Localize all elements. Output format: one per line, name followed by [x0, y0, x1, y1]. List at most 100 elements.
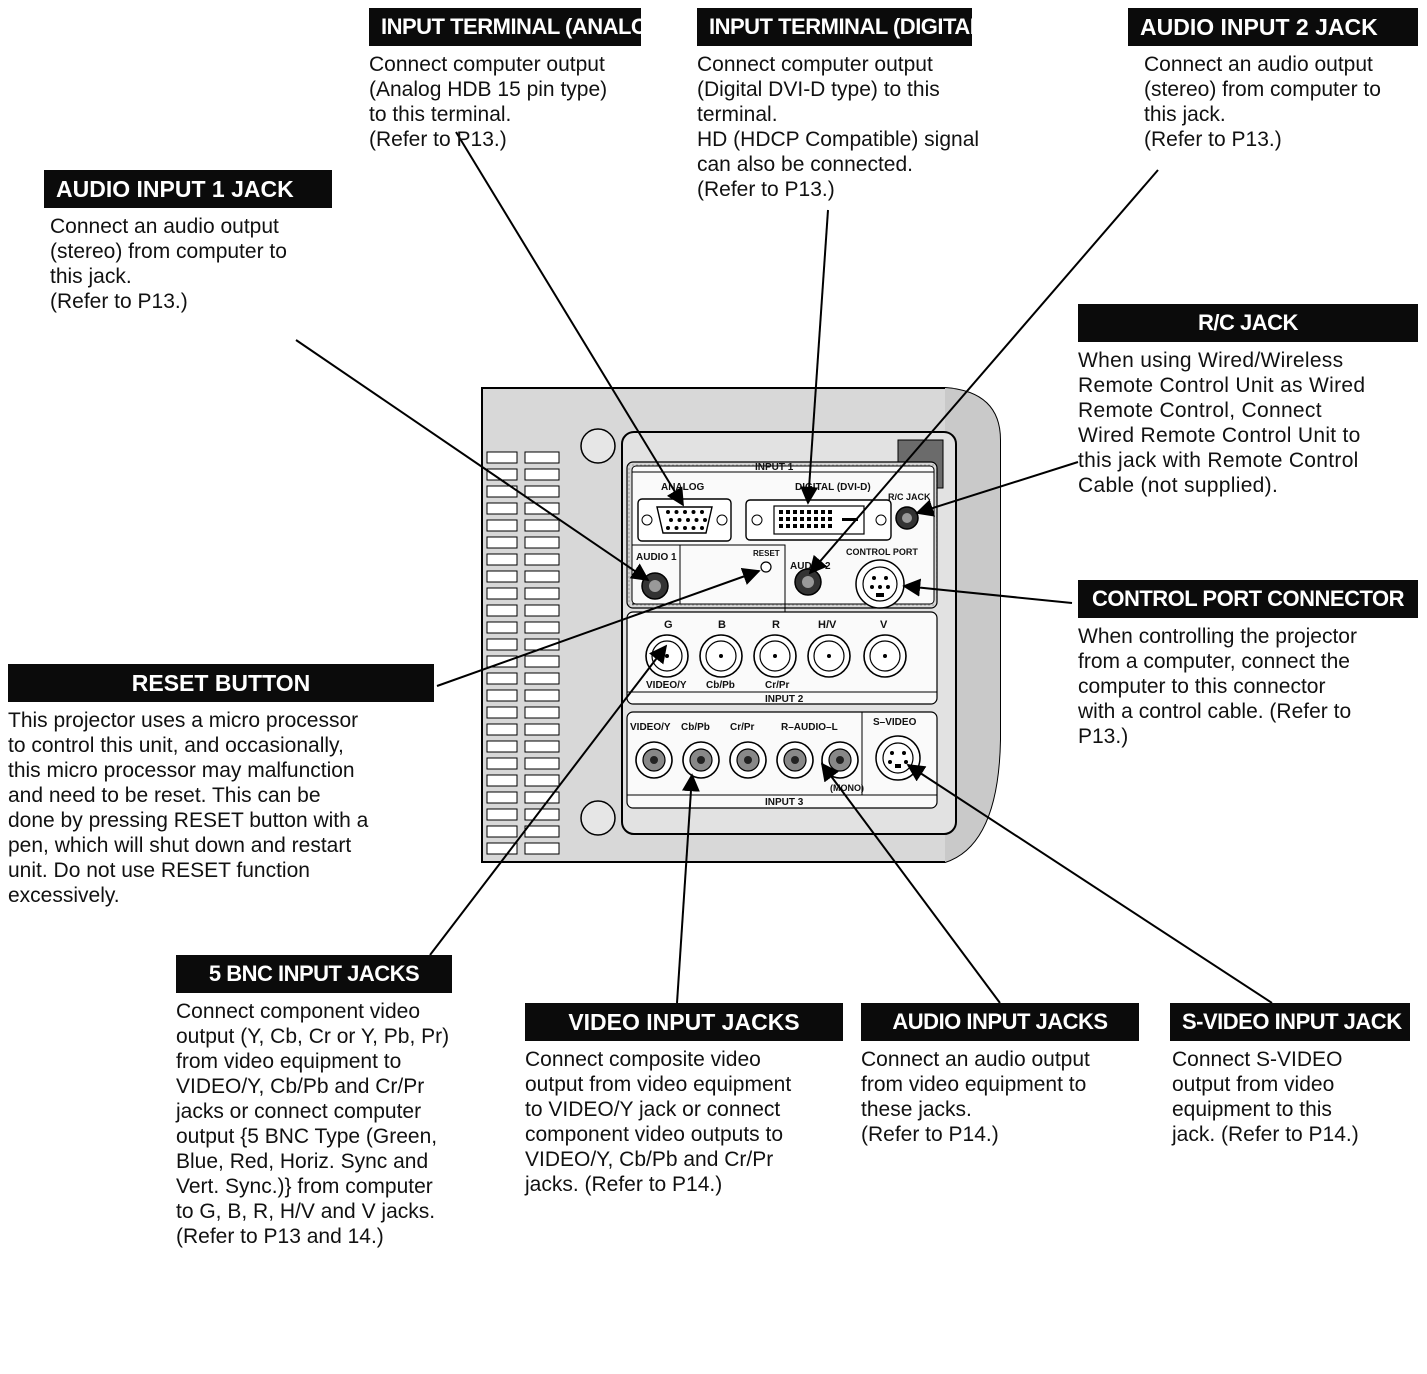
vent-slot	[524, 757, 560, 770]
callout-video-jacks-title: VIDEO INPUT JACKS	[525, 1003, 843, 1041]
pin	[828, 517, 832, 521]
pin	[793, 524, 797, 528]
callout-rc-jack-title: R/C JACK	[1078, 304, 1418, 342]
vent-slot	[524, 536, 560, 549]
leader-line-bnc	[429, 644, 668, 956]
pin	[669, 518, 673, 522]
pin	[793, 510, 797, 514]
leader-line-reset	[436, 567, 761, 687]
callout-audio-input-1-title: AUDIO INPUT 1 JACK	[44, 170, 332, 208]
panel-label-mono: (MONO)	[830, 783, 864, 793]
leader-lines	[295, 131, 1273, 1004]
callout-reset-button: RESET BUTTON This projector uses a micro…	[8, 664, 434, 908]
pin	[700, 526, 704, 530]
panel-label-rc-jack: R/C JACK	[888, 492, 931, 502]
rca-jack-pin	[744, 756, 752, 764]
bnc-jack-pin	[773, 654, 777, 658]
vent-slot	[486, 672, 518, 685]
vent-slot	[486, 689, 518, 702]
callout-svideo-jack: S-VIDEO INPUT JACK Connect S-VIDEO outpu…	[1170, 1003, 1410, 1147]
panel-label-input1: INPUT 1	[755, 462, 794, 473]
vent-slot	[524, 570, 560, 583]
rca-jack-pin	[791, 756, 799, 764]
pin	[821, 517, 825, 521]
pin	[800, 517, 804, 521]
panel-label-s-video: S–VIDEO	[873, 717, 917, 728]
pin	[700, 510, 704, 514]
pin	[674, 510, 679, 514]
vent-slot	[524, 587, 560, 600]
callout-input-digital-desc: Connect computer output (Digital DVI-D t…	[697, 53, 980, 201]
callout-svideo-jack-desc: Connect S-VIDEO output from video equipm…	[1172, 1048, 1359, 1146]
pin	[814, 510, 818, 514]
callout-audio-input-1: AUDIO INPUT 1 JACK Connect an audio outp…	[44, 170, 334, 314]
callout-control-port: CONTROL PORT CONNECTOR When controlling …	[1078, 580, 1418, 749]
pin	[691, 526, 696, 530]
panel-label-video-y-2: VIDEO/Y	[646, 680, 687, 691]
vent-slot	[486, 740, 518, 753]
vent-slot	[524, 468, 560, 481]
control-port-connector	[855, 559, 905, 609]
panel-label-bnc-g: G	[664, 619, 673, 631]
leader-line-control-port	[902, 578, 1073, 604]
vent-slot	[486, 774, 518, 787]
callout-input-analog: INPUT TERMINAL (ANALOG) Connect computer…	[369, 8, 659, 152]
pin	[683, 510, 687, 514]
vent-slot	[524, 519, 560, 532]
callout-input-digital-title: INPUT TERMINAL (DIGITAL)	[697, 8, 972, 46]
panel-label-audio1: AUDIO 1	[636, 552, 677, 563]
vent-slot	[486, 451, 518, 464]
bnc-jack-pin	[719, 654, 723, 658]
leader-line-svideo	[906, 764, 1273, 1004]
callout-control-port-desc: When controlling the projector from a co…	[1078, 625, 1357, 748]
audio2-jack	[794, 568, 822, 596]
vent-slot	[524, 842, 560, 855]
leader-line-audio1	[295, 339, 650, 582]
mount-screw-bottom	[580, 800, 616, 836]
pin	[807, 524, 811, 528]
pin	[828, 524, 832, 528]
vent-slot	[524, 740, 560, 753]
vent-slot	[486, 502, 518, 515]
panel-label-reset: RESET	[753, 549, 780, 558]
callout-audio-jacks: AUDIO INPUT JACKS Connect an audio outpu…	[861, 1003, 1143, 1147]
vent-slot	[524, 655, 560, 668]
pin	[821, 524, 825, 528]
callout-bnc-jacks: 5 BNC INPUT JACKS Connect component vide…	[176, 955, 496, 1249]
rc-jack	[895, 506, 919, 530]
vent-slot	[486, 536, 518, 549]
callout-input-analog-desc: Connect computer output (Analog HDB 15 p…	[369, 53, 608, 151]
vent-slot	[486, 553, 518, 566]
vent-slot	[524, 774, 560, 787]
callout-audio-jacks-desc: Connect an audio output from video equip…	[861, 1048, 1090, 1146]
pin	[800, 510, 804, 514]
vent-slot	[486, 638, 518, 651]
rca-jack-pin	[650, 756, 658, 764]
pin	[842, 518, 858, 521]
pin	[779, 524, 783, 528]
vent-slot	[524, 672, 560, 685]
vent-slot	[524, 485, 560, 498]
callout-audio-input-2-title: AUDIO INPUT 2 JACK	[1128, 8, 1418, 46]
pin	[800, 524, 804, 528]
vent-slot	[524, 604, 560, 617]
pin	[807, 517, 811, 521]
mount-screw-top	[580, 428, 616, 464]
leader-line-digital	[800, 209, 829, 505]
pin	[677, 518, 682, 522]
analog-dsub-connector	[637, 498, 732, 542]
panel-label-bnc-hv: H/V	[818, 619, 837, 631]
pin	[814, 524, 818, 528]
panel-label-control-port: CONTROL PORT	[846, 547, 918, 557]
vent-slot	[486, 757, 518, 770]
panel-label-r-audio-l: R–AUDIO–L	[781, 722, 838, 733]
callout-audio-input-1-desc: Connect an audio output (stereo) from co…	[50, 215, 287, 313]
vent-slot	[524, 638, 560, 651]
callout-audio-input-2: AUDIO INPUT 2 JACK Connect an audio outp…	[1128, 8, 1418, 152]
pin	[807, 510, 811, 514]
dvi-connector	[745, 499, 892, 541]
pin	[786, 510, 790, 514]
callout-bnc-jacks-desc: Connect component video output (Y, Cb, C…	[176, 1000, 450, 1248]
callout-video-jacks-desc: Connect composite video output from vide…	[525, 1048, 792, 1196]
vent-slot	[524, 723, 560, 736]
